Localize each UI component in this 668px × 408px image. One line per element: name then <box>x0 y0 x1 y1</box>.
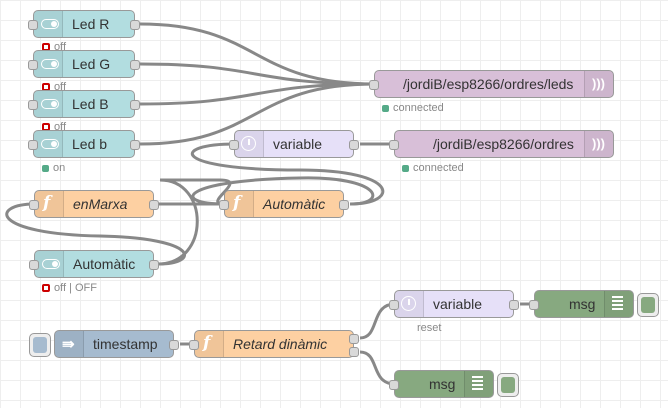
debug-bars-icon <box>604 291 633 317</box>
output-port-2[interactable] <box>349 347 359 357</box>
function-node-enmarxa[interactable]: f enMarxa <box>29 190 159 218</box>
clock-icon <box>395 291 424 317</box>
node-label: /jordiB/esp8266/ordres <box>433 136 574 152</box>
input-port[interactable] <box>28 20 38 30</box>
toggle-switch-icon <box>34 91 63 117</box>
wire-ledg-mqtt <box>139 62 376 86</box>
input-port[interactable] <box>28 140 38 150</box>
output-port[interactable] <box>149 260 159 270</box>
toggle-switch-icon <box>34 11 63 37</box>
node-label: Led R <box>72 16 110 32</box>
function-node-automatic[interactable]: f Automàtic <box>219 190 349 218</box>
function-icon: f <box>35 191 64 217</box>
function-icon: f <box>225 191 254 217</box>
inject-node-timestamp[interactable]: ⇛ timestamp <box>29 330 179 358</box>
debug-node-msg-1[interactable]: msg <box>529 290 659 318</box>
status-dot-icon <box>42 165 49 172</box>
wire-ledb-mqtt <box>139 82 376 106</box>
output-port[interactable] <box>130 140 140 150</box>
toggle-switch-icon <box>35 251 64 277</box>
function-node-retard-dinamic[interactable]: f Retard dinàmic <box>189 330 359 358</box>
node-label: msg <box>569 296 596 312</box>
input-port[interactable] <box>29 260 39 270</box>
input-port[interactable] <box>28 100 38 110</box>
wire-ledr-mqtt <box>139 22 376 86</box>
debug-toggle-button[interactable] <box>497 373 519 397</box>
input-port[interactable] <box>229 140 239 150</box>
output-port[interactable] <box>169 340 179 350</box>
debug-toggle-button[interactable] <box>637 293 659 317</box>
wifi-signal-icon: ))) <box>584 71 613 97</box>
node-label: msg <box>429 376 456 392</box>
switch-node-led-b[interactable]: Led B <box>28 90 140 118</box>
wire-automatic-var <box>190 142 385 206</box>
node-label: enMarxa <box>73 196 128 212</box>
status-dot-icon <box>382 105 389 112</box>
switch-node-led-r[interactable]: Led R <box>28 10 140 38</box>
function-icon: f <box>195 331 224 357</box>
input-port[interactable] <box>28 60 38 70</box>
output-port[interactable] <box>349 140 359 150</box>
input-port[interactable] <box>389 140 399 150</box>
switch-node-automatic[interactable]: Automàtic <box>29 250 159 278</box>
clock-icon <box>235 131 264 157</box>
toggle-switch-icon <box>34 51 63 77</box>
node-status: connected <box>402 162 464 174</box>
trigger-node-variable[interactable]: variable <box>229 130 359 158</box>
input-port[interactable] <box>369 80 379 90</box>
input-port[interactable] <box>389 300 399 310</box>
arrow-icon: ⇛ <box>55 331 84 357</box>
node-status: off | OFF <box>42 282 97 294</box>
output-port[interactable] <box>130 100 140 110</box>
output-port[interactable] <box>130 20 140 30</box>
node-label: variable <box>433 296 483 312</box>
switch-node-led-g[interactable]: Led G <box>28 50 140 78</box>
wire-ledb2-mqtt <box>139 82 376 146</box>
output-port[interactable] <box>509 300 519 310</box>
node-status: reset <box>417 322 442 334</box>
switch-node-led-b-lower[interactable]: Led b <box>28 130 140 158</box>
wifi-signal-icon: ))) <box>584 131 613 157</box>
input-port[interactable] <box>389 380 399 390</box>
input-port[interactable] <box>219 200 229 210</box>
debug-node-msg-2[interactable]: msg <box>389 370 519 398</box>
wire-sw-automatic <box>157 178 232 266</box>
node-label: /jordiB/esp8266/ordres/leds <box>403 76 574 92</box>
status-dot-icon <box>42 284 50 292</box>
node-label: Led B <box>72 96 109 112</box>
output-port[interactable] <box>149 200 159 210</box>
trigger-node-variable-2[interactable]: variable <box>389 290 519 318</box>
toggle-switch-icon <box>34 131 63 157</box>
mqtt-out-node-leds[interactable]: ))) /jordiB/esp8266/ordres/leds <box>369 70 614 98</box>
node-label: Automàtic <box>263 196 326 212</box>
wire-retard-msg2 <box>359 350 396 386</box>
status-dot-icon <box>402 165 409 172</box>
wire-automatic-loop <box>191 176 375 206</box>
node-label: Automàtic <box>73 256 136 272</box>
node-label: Retard dinàmic <box>233 336 328 352</box>
node-status: on <box>42 162 65 174</box>
node-label: Led G <box>72 56 111 72</box>
node-label: variable <box>273 136 323 152</box>
input-port[interactable] <box>189 340 199 350</box>
inject-trigger-button[interactable] <box>29 333 51 357</box>
output-port[interactable] <box>130 60 140 70</box>
wire-sw-enmarxa <box>5 202 187 266</box>
node-label: Led b <box>72 136 108 152</box>
node-label: timestamp <box>93 336 158 352</box>
output-port[interactable] <box>339 200 349 210</box>
node-status: connected <box>382 102 444 114</box>
input-port[interactable] <box>29 200 39 210</box>
input-port[interactable] <box>529 300 539 310</box>
debug-bars-icon <box>464 371 493 397</box>
mqtt-out-node-ordres[interactable]: ))) /jordiB/esp8266/ordres <box>389 130 614 158</box>
output-port-1[interactable] <box>349 334 359 344</box>
